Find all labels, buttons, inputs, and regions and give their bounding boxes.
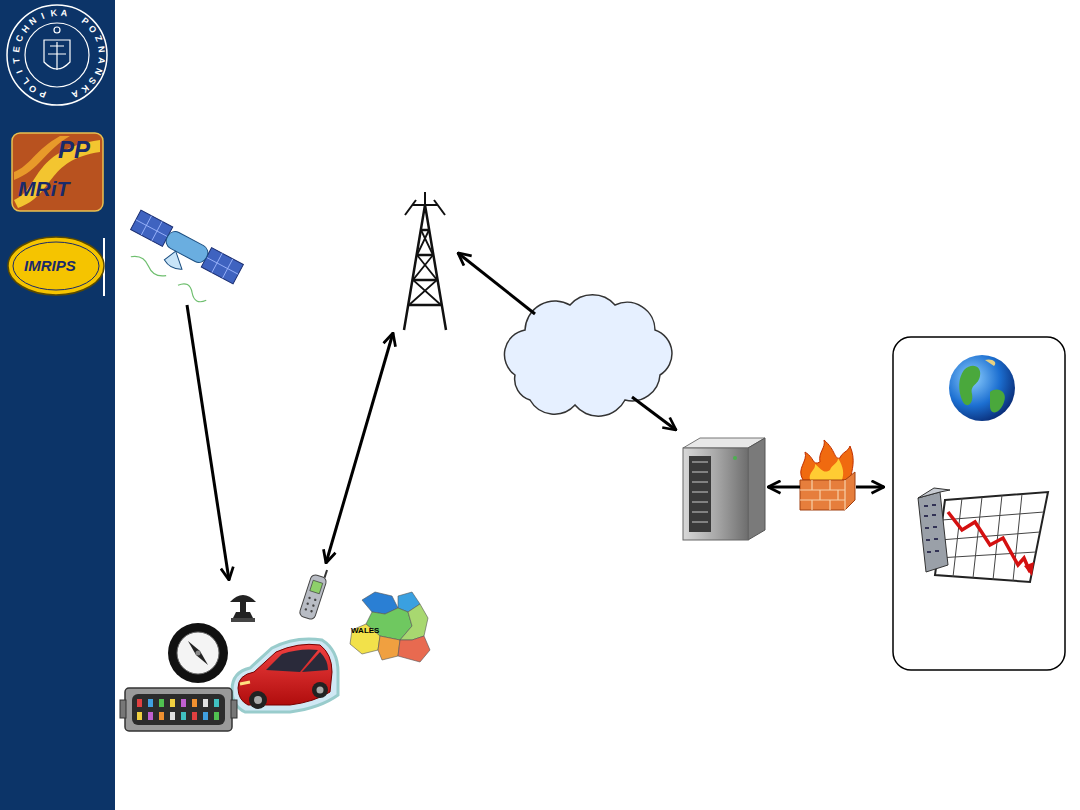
connector-pin bbox=[192, 712, 197, 720]
university-seal bbox=[7, 5, 107, 105]
server-slot bbox=[692, 511, 708, 513]
network-cloud bbox=[504, 295, 672, 416]
seal-letter: E bbox=[12, 44, 22, 55]
connector-pin bbox=[214, 712, 219, 720]
connector-pin bbox=[148, 699, 153, 707]
connector-pin bbox=[137, 699, 142, 707]
connector-pin bbox=[159, 712, 164, 720]
seal-text: POLITECHNIKA POZNAŃSKA bbox=[2, 0, 116, 114]
logo-text: IMRIPS bbox=[24, 258, 76, 273]
radio-tower bbox=[404, 192, 446, 330]
gps-antenna bbox=[230, 595, 256, 622]
sidebar bbox=[0, 0, 115, 810]
mobile-phone bbox=[299, 566, 330, 620]
seal-letter: T bbox=[12, 55, 22, 66]
server-slot bbox=[692, 481, 708, 483]
satellite bbox=[116, 210, 244, 312]
server-slot bbox=[692, 471, 708, 473]
connector-pin bbox=[159, 699, 164, 707]
wales-map bbox=[350, 592, 430, 662]
server-slot bbox=[692, 501, 708, 503]
firewall bbox=[800, 440, 855, 510]
server-slot bbox=[692, 491, 708, 493]
server bbox=[683, 438, 765, 540]
connector-pin bbox=[214, 699, 219, 707]
seal-letter: A bbox=[59, 8, 70, 18]
seal-letter bbox=[70, 10, 79, 14]
server-slot bbox=[692, 521, 708, 523]
connector-pin bbox=[192, 699, 197, 707]
connector-pin bbox=[137, 712, 142, 720]
connector-pin bbox=[181, 699, 186, 707]
obd-connector bbox=[120, 688, 237, 731]
map-label: WALES bbox=[351, 627, 379, 635]
logo-text: MRiT bbox=[18, 178, 69, 199]
business-chart bbox=[918, 488, 1048, 582]
compass bbox=[168, 623, 228, 683]
car bbox=[232, 639, 338, 712]
imrips-logo bbox=[8, 237, 104, 296]
server-slot bbox=[692, 461, 708, 463]
connector-pin bbox=[148, 712, 153, 720]
mrit-logo bbox=[12, 133, 103, 211]
globe bbox=[949, 355, 1015, 421]
seal-letter: K bbox=[48, 8, 59, 18]
connector-pin bbox=[170, 712, 175, 720]
connector-pin bbox=[170, 699, 175, 707]
seal-letter: Z bbox=[92, 33, 104, 46]
connector-pin bbox=[203, 699, 208, 707]
client-panel bbox=[893, 337, 1065, 670]
seal-letter: I bbox=[37, 10, 50, 22]
seal-letter: A bbox=[96, 55, 106, 66]
connector-pin bbox=[181, 712, 186, 720]
arrows bbox=[187, 253, 884, 580]
connector-pin bbox=[203, 712, 208, 720]
seal-letter: N bbox=[96, 44, 106, 55]
seal-letter: I bbox=[14, 65, 26, 78]
logo-text: PP bbox=[58, 138, 90, 162]
